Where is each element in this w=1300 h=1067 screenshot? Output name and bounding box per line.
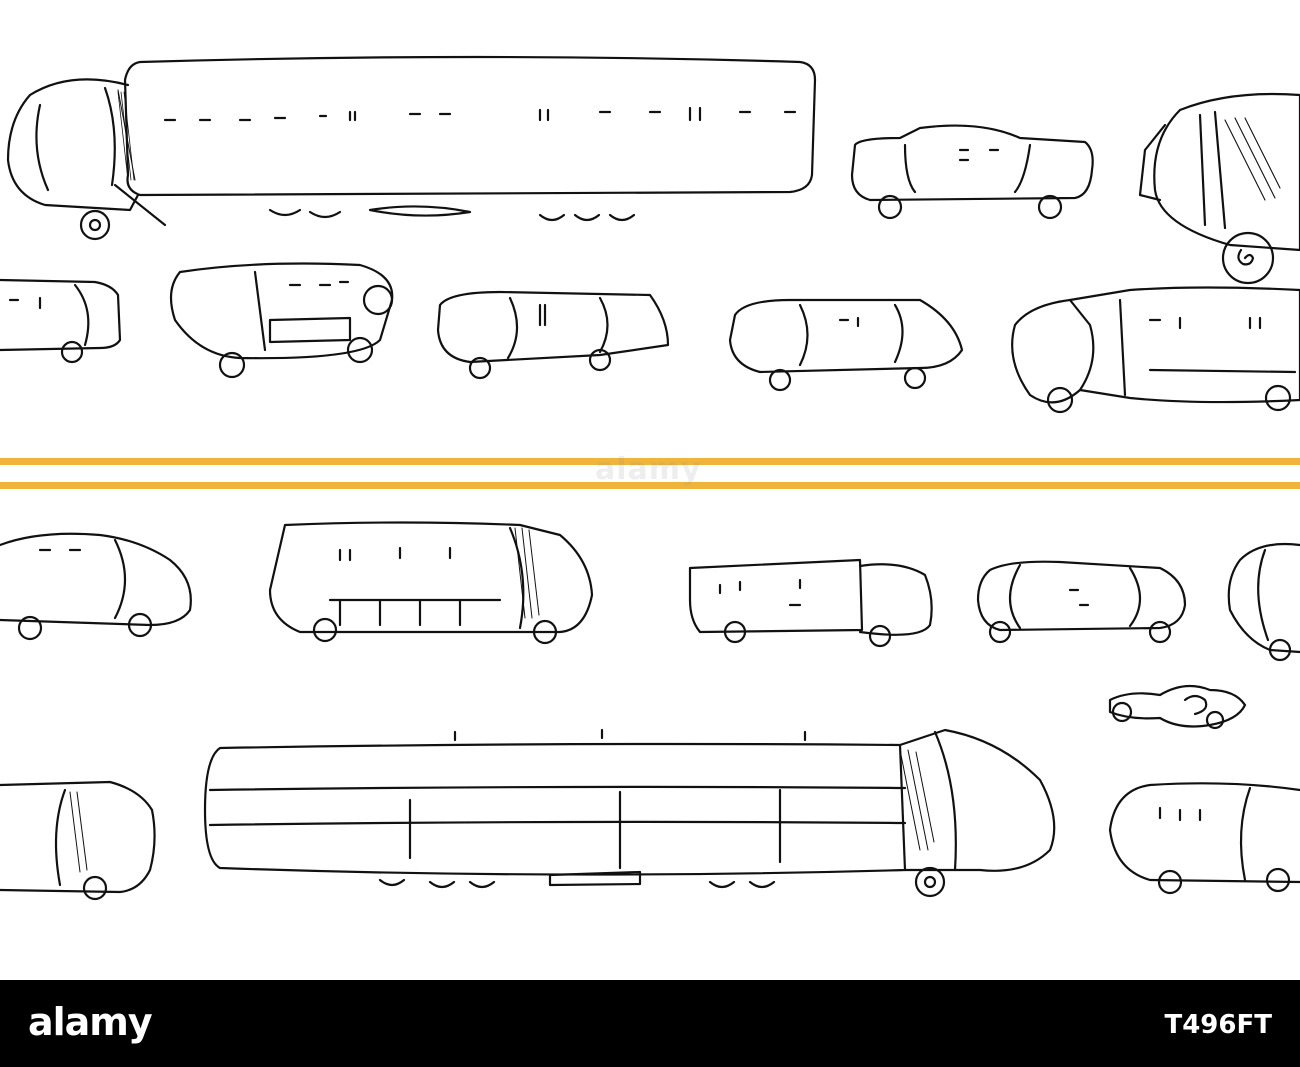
watermark: alamy	[595, 452, 702, 487]
car-icon	[0, 278, 122, 364]
footer-bar	[0, 980, 1300, 1067]
car-icon	[0, 780, 156, 901]
bus-icon	[1011, 286, 1300, 414]
car-icon	[728, 298, 964, 392]
motorcycle-icon	[1108, 684, 1247, 730]
car-icon	[850, 124, 1094, 220]
semi-truck-icon	[6, 55, 817, 241]
traffic-illustration	[0, 55, 1300, 901]
box-truck-icon	[688, 558, 933, 648]
car-icon	[169, 262, 394, 379]
tanker-truck-icon	[1138, 92, 1300, 285]
image-id: T496FT	[1164, 1010, 1272, 1040]
bus-icon	[268, 521, 594, 645]
footer-logo: alamy	[28, 1000, 153, 1044]
car-icon	[436, 290, 670, 380]
car-icon	[0, 532, 192, 641]
center-stripe-bottom	[0, 482, 1300, 489]
car-icon	[1108, 782, 1300, 895]
car-icon	[1227, 542, 1300, 662]
car-icon	[976, 560, 1187, 644]
center-stripe-top	[0, 458, 1300, 465]
tanker-truck-icon	[203, 728, 1056, 898]
